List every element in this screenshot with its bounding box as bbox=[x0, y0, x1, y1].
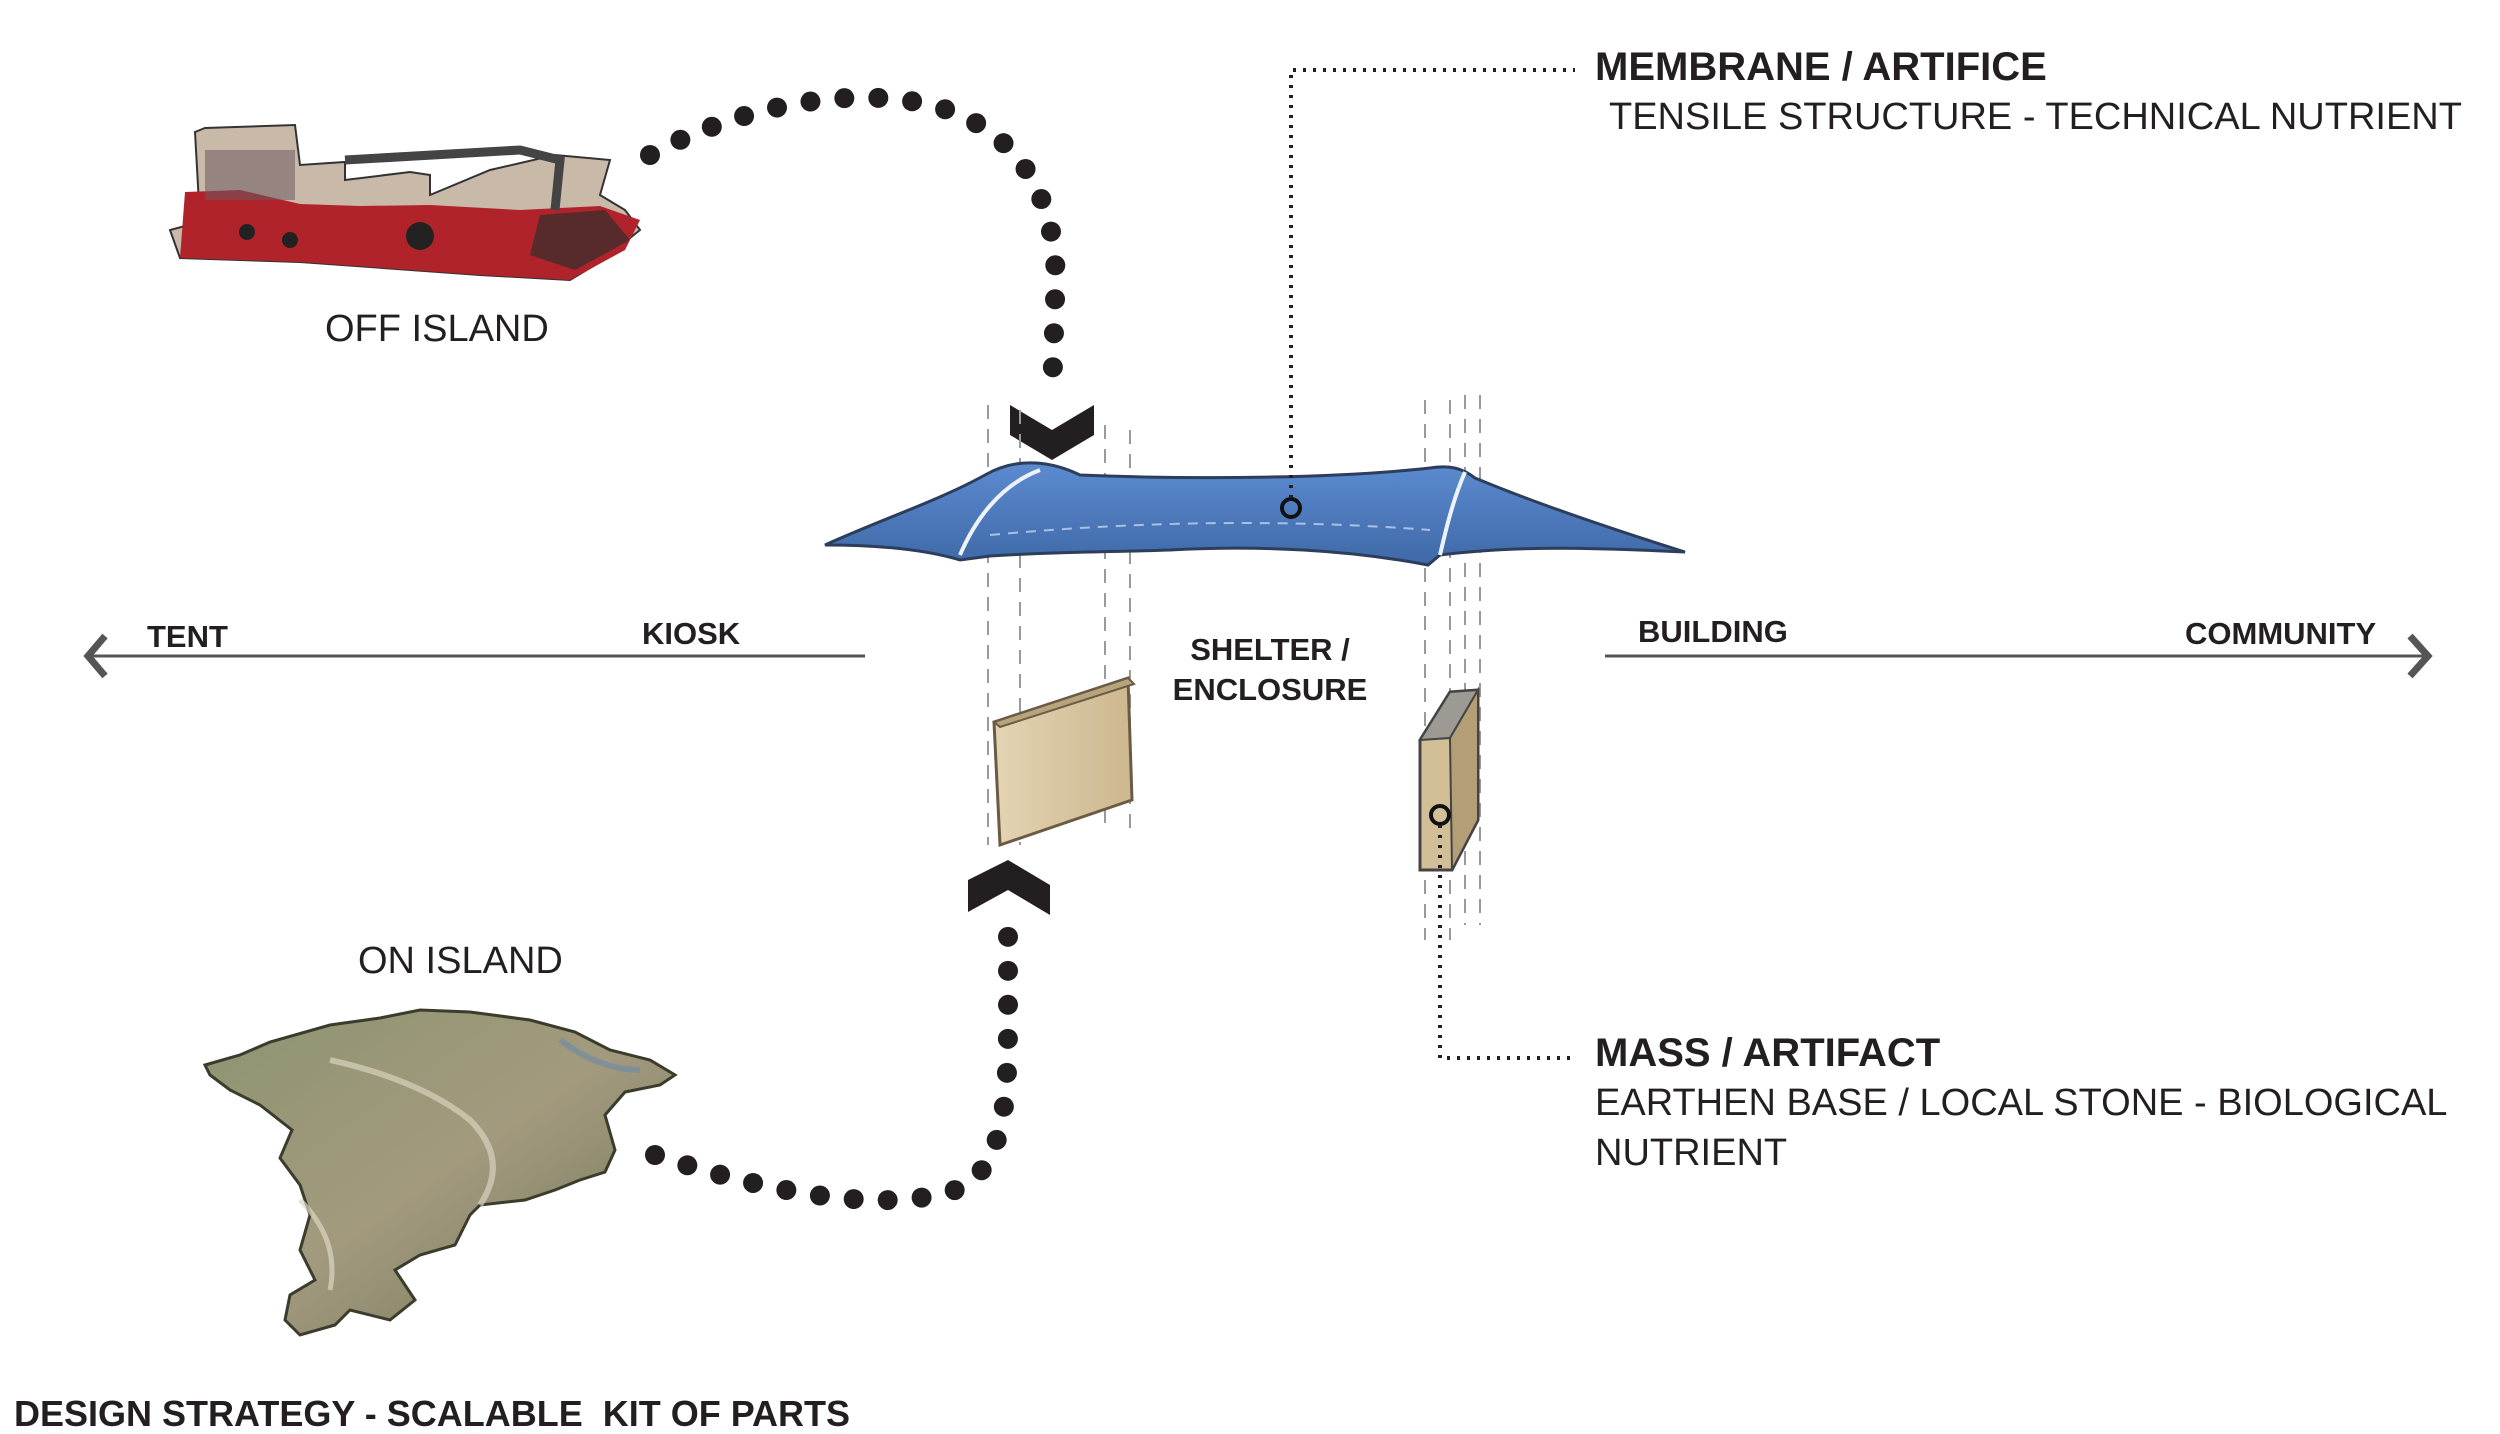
leader-lines bbox=[1289, 68, 1575, 1060]
membrane-heading: MEMBRANE / ARTIFICE bbox=[1595, 45, 2047, 89]
stone-block-icon bbox=[1418, 686, 1480, 872]
scale-shelter-line2: ENCLOSURE bbox=[1172, 671, 1368, 707]
chevron-right-icon bbox=[2407, 633, 2433, 679]
scale-shelter-line1: SHELTER / bbox=[1190, 632, 1350, 667]
on-island-label: ON ISLAND bbox=[358, 940, 563, 982]
mass-description-line2: NUTRIENT bbox=[1595, 1131, 1788, 1174]
scale-shelter-label: SHELTER / ENCLOSURE bbox=[1160, 632, 1380, 707]
page-title: DESIGN STRATEGY - SCALABLE KIT OF PARTS bbox=[14, 1393, 851, 1434]
scale-axis-left bbox=[83, 633, 865, 679]
mass-callout: MASS / ARTIFACT EARTHEN BASE / LOCAL STO… bbox=[1595, 1030, 2447, 1175]
mass-description-line1: EARTHEN BASE / LOCAL STONE - BIOLOGICAL bbox=[1595, 1082, 2448, 1124]
dotted-arrow-icon bbox=[640, 87, 1094, 460]
membrane-callout: MEMBRANE / ARTIFICE TENSILE STRUCTURE - … bbox=[1595, 44, 2462, 140]
mass-heading: MASS / ARTIFACT bbox=[1595, 1031, 1941, 1075]
dotted-arrow-icon bbox=[645, 860, 1050, 1211]
cargo-ship-image bbox=[168, 123, 642, 282]
scale-axis-right bbox=[1605, 633, 2433, 679]
scale-tent-label: TENT bbox=[147, 619, 228, 654]
timber-block-icon bbox=[991, 675, 1136, 848]
off-island-label: OFF ISLAND bbox=[325, 308, 549, 350]
membrane-description: TENSILE STRUCTURE - TECHNICAL NUTRIENT bbox=[1609, 96, 2462, 138]
scale-kiosk-label: KIOSK bbox=[642, 616, 741, 651]
island-aerial-image bbox=[202, 1008, 678, 1337]
scale-community-label: COMMUNITY bbox=[2185, 616, 2377, 651]
chevron-left-icon bbox=[83, 633, 108, 679]
tensile-membrane-icon bbox=[824, 461, 1686, 567]
scale-building-label: BUILDING bbox=[1638, 614, 1788, 649]
